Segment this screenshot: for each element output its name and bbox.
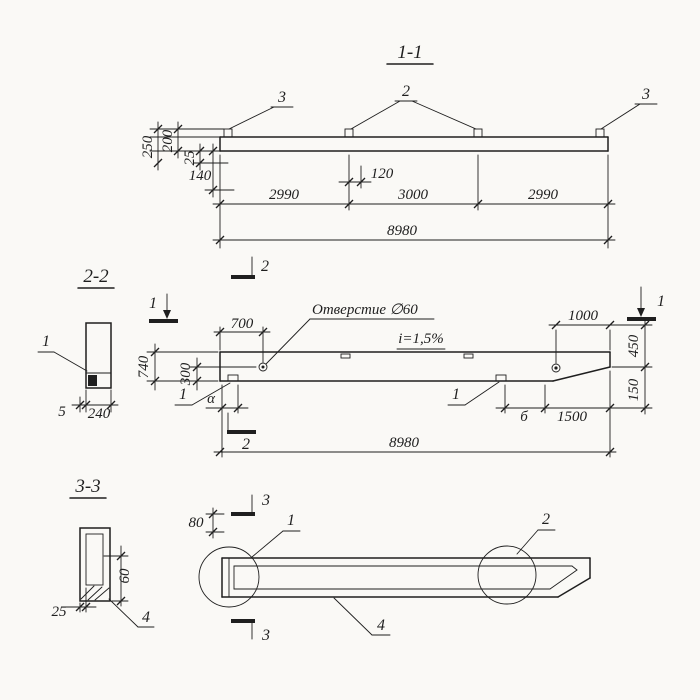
span-dimensions: 120 2990 3000 2990 8980 [212,154,616,249]
callout-2-plan-label: 2 [542,511,550,528]
callout-2-mid: 2 [402,83,410,100]
cut-mark-1-right: 1 [627,286,665,321]
dim-700: 700 [231,316,254,332]
callout-1-elevation-right: 1 [447,381,500,406]
dim-25-bottom: 25 [52,604,68,620]
lifting-holes [258,362,561,373]
callout-plate-mid: 2 [350,83,477,130]
dim-150: 150 [626,378,642,401]
section-3-3-outline [79,527,111,602]
left-dimension-stack: 250 200 25 140 [140,121,235,198]
callout-4-plan: 4 [333,597,391,636]
section-3-3-dims: 60 25 [52,545,133,620]
cut-label-3-bottom: 3 [261,627,270,644]
callout-3-left: 3 [277,89,286,106]
dim-80-group: 80 [189,507,225,539]
cut-mark-3-bottom: 3 [231,619,270,644]
view-elevation: 2 1 1 [136,256,665,458]
dim-1000: 1000 [568,308,599,324]
dim-300: 300 [178,362,194,386]
callout-4-plan-label: 4 [377,617,385,634]
callout-4-section33: 4 [108,598,155,628]
dim-b: б [520,409,528,425]
dim-b-1500-group: б 1500 [495,370,653,458]
dim-700-group: 700 [213,316,271,363]
dim-1500: 1500 [557,409,588,425]
anchor-mark-left [340,353,351,359]
cut-label-2-bottom: 2 [242,436,250,453]
dim-25: 25 [182,150,198,166]
callout-1-plan-label: 1 [287,512,295,529]
callout-1-section22: 1 [37,333,88,372]
cut-mark-3-top: 3 [231,492,270,516]
dim-2990-left: 2990 [269,187,300,203]
dim-740: 740 [136,355,152,378]
beam-outline-elevation [219,351,611,382]
beam-outline-top [219,136,609,152]
hole-note: Отверстие ∅60 [265,302,435,365]
bearing-notch-right [495,374,507,382]
dim-250: 250 [140,135,156,158]
dim-8980-elevation: 8980 [389,435,420,451]
dim-total-elevation: 8980 [213,435,617,457]
callout-1: 1 [42,333,50,350]
callout-1-plan: 1 [251,512,301,558]
view-title-2-2: 2-2 [83,266,109,287]
dim-1000-group: 1000 [548,308,653,364]
dim-8980-top: 8980 [387,223,418,239]
callout-plate-right: 3 [600,86,658,130]
dim-3000: 3000 [397,187,429,203]
cut-label-3-top: 3 [261,492,270,509]
callout-2-plan: 2 [516,511,556,555]
dim-5: 5 [58,404,66,420]
callout-3-right: 3 [641,86,650,103]
callout-plate-left: 3 [228,89,294,130]
slope-note-text: i=1,5% [398,331,444,347]
dim-2990-right: 2990 [528,187,559,203]
view-section-3-3: 3-3 60 25 4 [52,476,155,628]
hole-note-text: Отверстие ∅60 [312,302,418,318]
view-title-1-1: 1-1 [397,42,422,63]
dim-450: 450 [626,334,642,357]
section-2-2-dims: 5 240 [58,389,119,422]
dim-80: 80 [189,515,205,531]
embedded-plates [223,128,605,138]
callout-1-right: 1 [452,386,460,403]
slope-note: i=1,5% [396,331,446,350]
dim-450-150-group: 450 150 [611,317,653,415]
cut-label-2-top: 2 [261,258,269,275]
detail-circles [198,545,537,608]
detail-circle-left [198,546,260,608]
dim-60: 60 [117,568,133,584]
dim-740-300-group: 740 300 [136,343,257,391]
dim-200: 200 [160,129,176,152]
view-title-3-3: 3-3 [74,476,100,497]
view-plan: 3 80 1 [189,492,591,644]
view-section-2-2: 2-2 1 5 240 [37,266,119,422]
cut-mark-1-left: 1 [149,293,178,323]
detail-circle-right [477,545,537,605]
beam-outline-plan [221,557,591,598]
dim-alpha: α [207,391,216,407]
dim-140: 140 [189,168,212,184]
callout-4: 4 [142,609,150,626]
dim-a-group: α [205,384,249,458]
cut-label-1-left: 1 [149,295,157,312]
section-2-2-outline [85,322,112,389]
callout-1-elevation-left: 1 [174,382,231,406]
dim-120: 120 [371,166,394,182]
view-section-1-1: 1-1 3 2 3 [140,42,658,249]
dim-240: 240 [88,406,111,422]
cut-label-1-right: 1 [657,293,665,310]
cut-mark-2-bottom: 2 [227,412,256,453]
bearing-notch-left [227,374,239,382]
anchor-mark-right [463,353,474,359]
cut-mark-2-top: 2 [231,256,269,279]
callout-1-left: 1 [179,386,187,403]
